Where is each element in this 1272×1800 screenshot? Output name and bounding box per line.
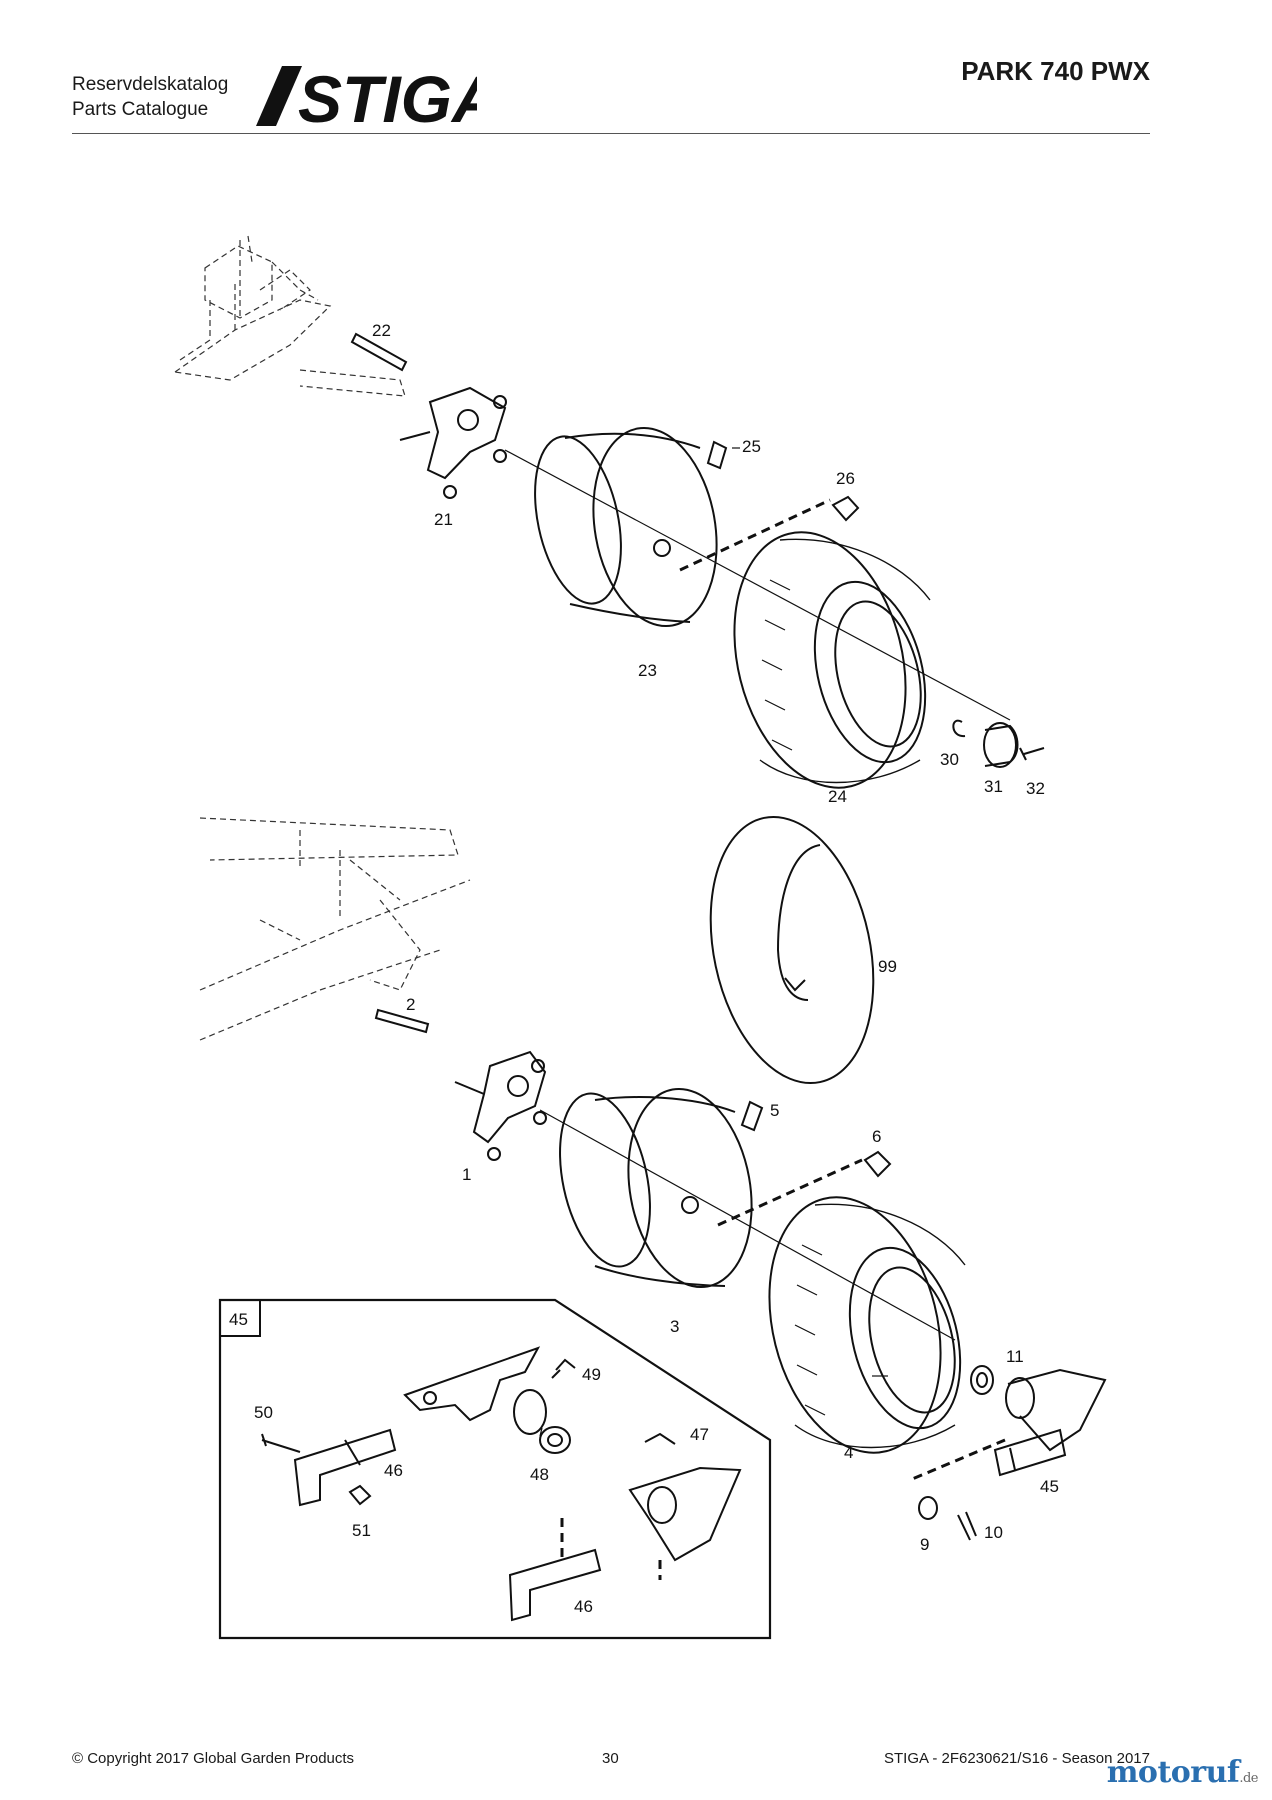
upper-bolt: [1019, 747, 1045, 761]
callout-23: 23: [638, 661, 657, 680]
callout-6: 6: [872, 1127, 881, 1146]
detail-inset-45: [218, 1298, 772, 1640]
lower-tyre: [768, 1196, 966, 1454]
upper-circlip: [952, 719, 966, 738]
callout-51: 51: [352, 1521, 371, 1540]
upper-hub-flange: [399, 386, 507, 499]
callout-5: 5: [770, 1101, 779, 1120]
callout-45-inset: 45: [229, 1310, 248, 1329]
lower-washer: [970, 1365, 994, 1395]
callout-3: 3: [670, 1317, 679, 1336]
upper-hub-cap: [983, 722, 1019, 768]
inset-nut-51: [348, 1484, 372, 1506]
callout-47: 47: [690, 1425, 709, 1444]
callout-22: 22: [372, 321, 391, 340]
callout-1: 1: [462, 1165, 471, 1184]
callout-31: 31: [984, 777, 1003, 796]
callout-46-lower: 46: [574, 1597, 593, 1616]
callout-45: 45: [1040, 1477, 1059, 1496]
lower-chassis-frame: [199, 817, 471, 1041]
callout-46-upper: 46: [384, 1461, 403, 1480]
upper-wheel-nut: [831, 495, 860, 522]
lower-washer-9: [918, 1496, 938, 1520]
lower-rim: [559, 1087, 753, 1289]
callout-leader-lines: [539, 447, 888, 1437]
inset-screw-49: [551, 1358, 576, 1379]
lower-wheel-nut: [863, 1150, 892, 1178]
callout-21: 21: [434, 510, 453, 529]
callout-25: 25: [742, 437, 761, 456]
catalog-title-english: Parts Catalogue: [72, 99, 209, 120]
stiga-logo-text: STIGA: [298, 62, 477, 130]
footer-page-number: 30: [602, 1750, 619, 1767]
inset-screw-50: [261, 1433, 301, 1453]
lower-quick-release-hub: [993, 1368, 1107, 1477]
callout-50: 50: [254, 1403, 273, 1422]
callout-32: 32: [1026, 779, 1045, 798]
callout-labels: 22 21 25 26 23 24 30 31 32 99 2 1 5 6 3 …: [229, 321, 1059, 1616]
lower-valve-stem: [740, 1100, 764, 1132]
inset-lever-bracket: [403, 1346, 547, 1435]
watermark-tld: .de: [1239, 1771, 1258, 1786]
callout-11: 11: [1006, 1347, 1024, 1366]
model-title: PARK 740 PWX: [961, 56, 1150, 86]
callout-30: 30: [940, 750, 959, 769]
upper-key: [350, 332, 408, 372]
inset-bushing: [539, 1426, 571, 1454]
inner-tube: [709, 815, 875, 1085]
callout-49: 49: [582, 1365, 601, 1384]
callout-48: 48: [530, 1465, 549, 1484]
callout-99: 99: [878, 957, 897, 976]
lower-pin-10: [957, 1511, 977, 1541]
callout-10: 10: [984, 1523, 1003, 1542]
lower-key: [374, 1008, 430, 1034]
upper-chassis-frame: [173, 235, 406, 397]
upper-tyre: [733, 531, 931, 789]
upper-valve-stem: [706, 440, 728, 470]
lower-hub-flange: [454, 1050, 547, 1161]
watermark-name: motoruf: [1106, 1755, 1240, 1790]
motoruf-watermark: motoruf.de: [1106, 1755, 1259, 1790]
inset-lock-lever: [628, 1432, 742, 1562]
upper-rim: [534, 426, 718, 628]
catalog-title-swedish: Reservdelskatalog: [72, 74, 229, 95]
callout-24: 24: [828, 787, 847, 806]
callout-2: 2: [406, 995, 415, 1014]
inset-slide-plate: [508, 1548, 602, 1622]
stiga-logo: STIGA: [256, 62, 477, 130]
catalog-title: Reservdelskatalog Parts Catalogue: [72, 72, 228, 122]
inset-clip-plate: [293, 1428, 397, 1507]
callout-26: 26: [836, 469, 855, 488]
footer-copyright: © Copyright 2017 Global Garden Products: [72, 1750, 355, 1767]
callout-9: 9: [920, 1535, 929, 1554]
callout-4: 4: [844, 1443, 853, 1462]
footer-reference: STIGA - 2F6230621/S16 - Season 2017: [883, 1750, 1150, 1767]
header-divider: [72, 133, 1150, 134]
